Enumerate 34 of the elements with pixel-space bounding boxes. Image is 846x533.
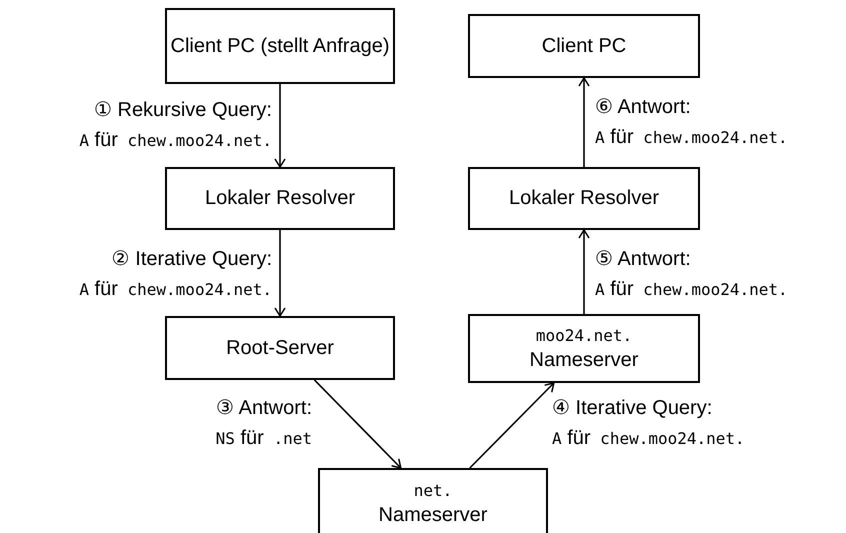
node-label: Root-Server [226, 336, 334, 360]
record-label: A für chew.moo24.net. [595, 126, 788, 148]
node-label: Client PC (stellt Anfrage) [170, 34, 390, 58]
edge-label: ③ Antwort: [216, 397, 312, 419]
edge-label: ⑤ Antwort: [595, 248, 691, 270]
server-box [468, 167, 700, 230]
edge-label: ② Iterative Query: [112, 248, 272, 270]
edge-label: ⑥ Antwort: [595, 96, 691, 118]
arrow [314, 379, 402, 469]
edge-label: ① Rekursive Query: [94, 99, 272, 121]
server-box [318, 468, 548, 533]
server-box [165, 8, 395, 84]
node-label: moo24.net. [536, 325, 632, 347]
record-label: A für chew.moo24.net. [79, 278, 272, 300]
server-box [468, 14, 700, 78]
arrow [274, 84, 286, 168]
edge-label: ④ Iterative Query: [552, 397, 712, 419]
node-label: Nameserver [530, 348, 638, 373]
record-label: A für chew.moo24.net. [595, 278, 788, 300]
node-label: Nameserver [378, 502, 488, 528]
server-box [165, 167, 395, 230]
arrow [274, 230, 286, 317]
server-box [165, 316, 395, 380]
record-label: NS für .net [216, 427, 312, 449]
node-label: net. [414, 480, 452, 502]
arrow [578, 229, 590, 314]
node-label: Lokaler Resolver [204, 186, 356, 211]
node-label: Lokaler Resolver [508, 186, 660, 211]
arrow [578, 77, 590, 167]
record-label: A für chew.moo24.net. [79, 129, 272, 151]
node-label: Client PC [542, 34, 626, 58]
server-box [468, 314, 700, 383]
record-label: A für chew.moo24.net. [552, 427, 745, 449]
arrow [469, 382, 555, 469]
